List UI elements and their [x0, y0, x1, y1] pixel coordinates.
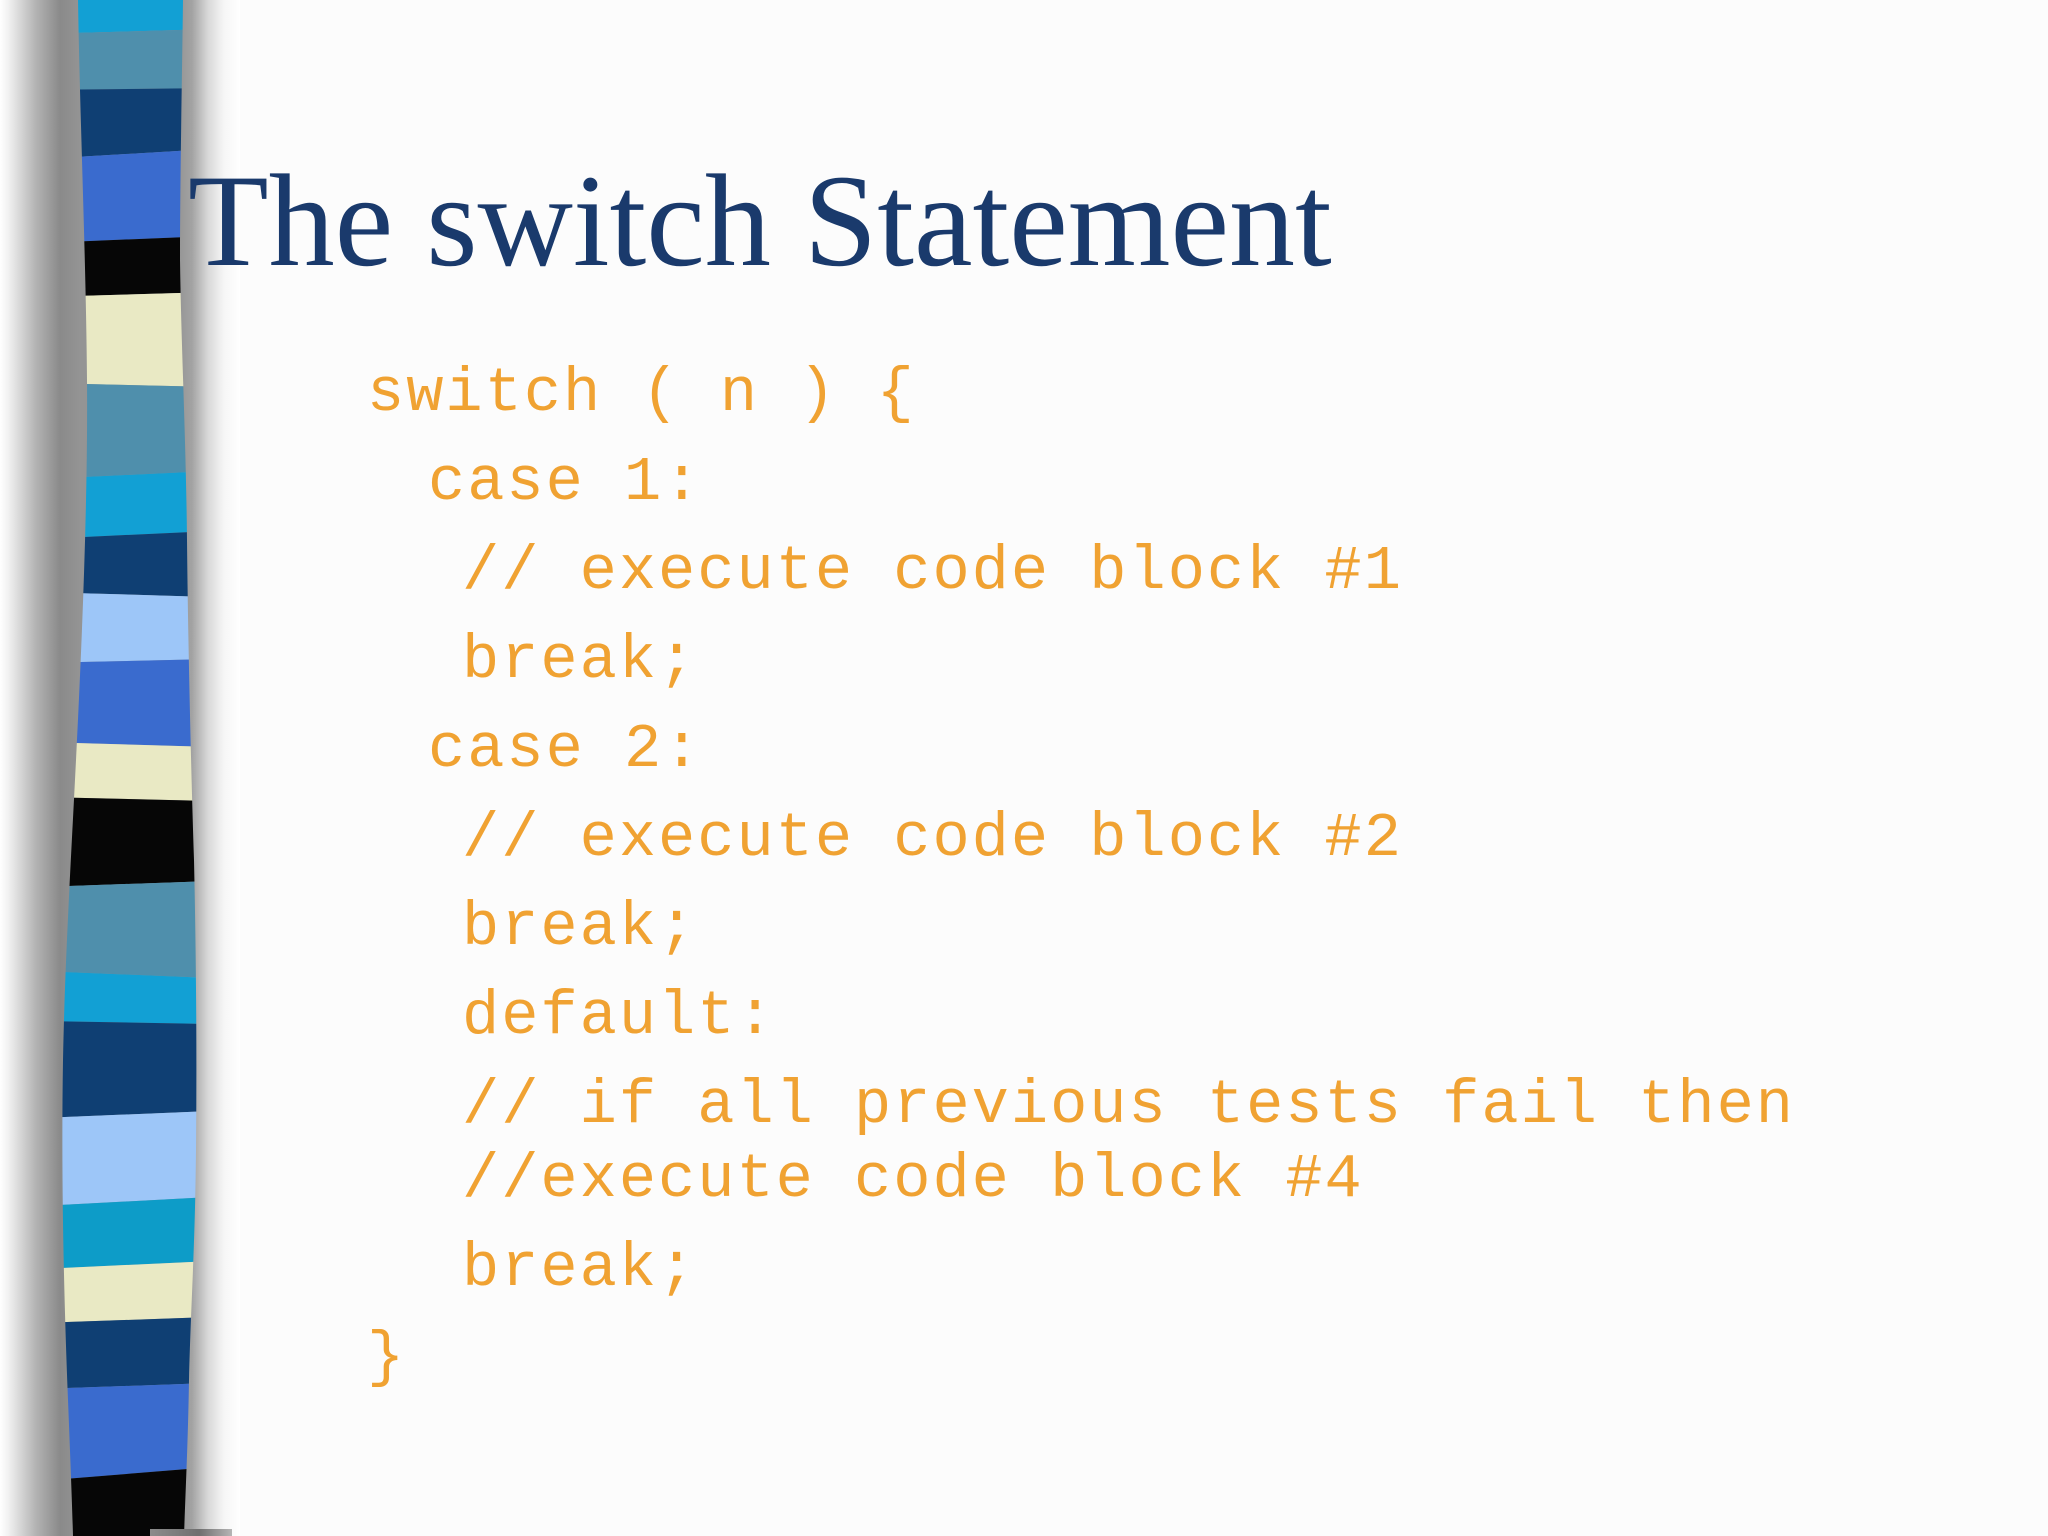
code-line: }	[367, 1322, 407, 1393]
ribbon-stripe	[62, 29, 197, 90]
ribbon-stripe	[62, 1317, 197, 1389]
ribbon-stripe	[62, 1383, 197, 1481]
ribbon-stripe	[62, 1261, 197, 1323]
ribbon-stripe	[62, 971, 197, 1024]
code-line: break;	[462, 625, 698, 696]
ribbon-stripe	[62, 236, 197, 297]
code-line: // execute code block #2	[462, 803, 1403, 874]
slide-bottom-edge-shadow	[150, 1529, 232, 1536]
ribbon-stripe-graphic	[62, 0, 197, 1536]
ribbon-stripe	[62, 1111, 197, 1206]
ribbon-stripe	[62, 149, 197, 243]
ribbon-stripe	[62, 592, 197, 663]
code-line: break;	[462, 1233, 698, 1304]
code-line: // execute code block #1	[462, 536, 1403, 607]
code-block: switch ( n ) { case 1: // execute code blo…	[0, 357, 2048, 1410]
code-line: //execute code block #4	[462, 1144, 1364, 1215]
ribbon-stripe	[62, 0, 197, 34]
code-line: case 1:	[428, 447, 703, 518]
ribbon-stripe	[62, 742, 197, 801]
page-title: The switch Statement	[188, 147, 1332, 294]
code-line: switch ( n ) {	[367, 358, 916, 429]
code-line: break;	[462, 892, 698, 963]
ribbon-stripe	[62, 1197, 197, 1269]
ribbon-shadow-zone	[0, 0, 240, 1536]
ribbon-stripe	[62, 1467, 197, 1536]
code-line: // if all previous tests fail then	[462, 1070, 1796, 1141]
ribbon-stripe	[62, 1021, 197, 1118]
ribbon-stripe	[62, 797, 197, 887]
ribbon-stripe	[62, 88, 197, 159]
code-line: default:	[462, 981, 776, 1052]
ribbon-stripe	[62, 881, 197, 978]
code-line: case 2:	[428, 714, 703, 785]
ribbon-stripe	[62, 659, 197, 747]
